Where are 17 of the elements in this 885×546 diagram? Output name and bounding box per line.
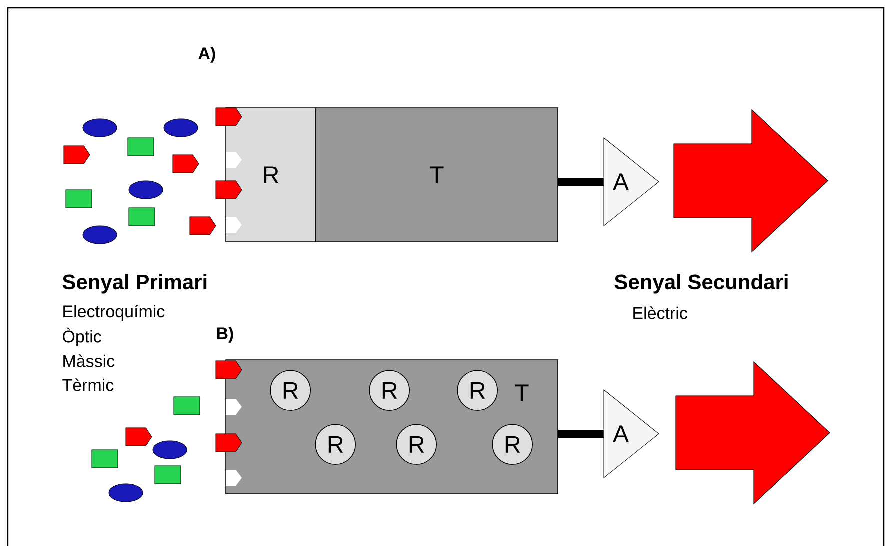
connector-line (558, 178, 604, 186)
label: Òptic (63, 328, 102, 346)
output-arrow (676, 361, 830, 505)
amplifier-triangle: A (604, 138, 660, 226)
heading: Senyal Secundari (614, 274, 788, 294)
label: Màssic (64, 354, 115, 368)
receptor-box: R (226, 108, 316, 242)
reaction-box: T (316, 108, 558, 242)
output-arrow (674, 109, 828, 253)
connector-line (558, 430, 604, 438)
label: Tèrmic (62, 378, 114, 392)
heading: Senyal Primari (62, 274, 207, 294)
label: Elèctric (634, 306, 688, 320)
amplifier-triangle: A (604, 390, 660, 478)
heading: A) (198, 47, 216, 63)
label: Electroquímic (64, 304, 165, 322)
heading: B) (217, 327, 234, 343)
